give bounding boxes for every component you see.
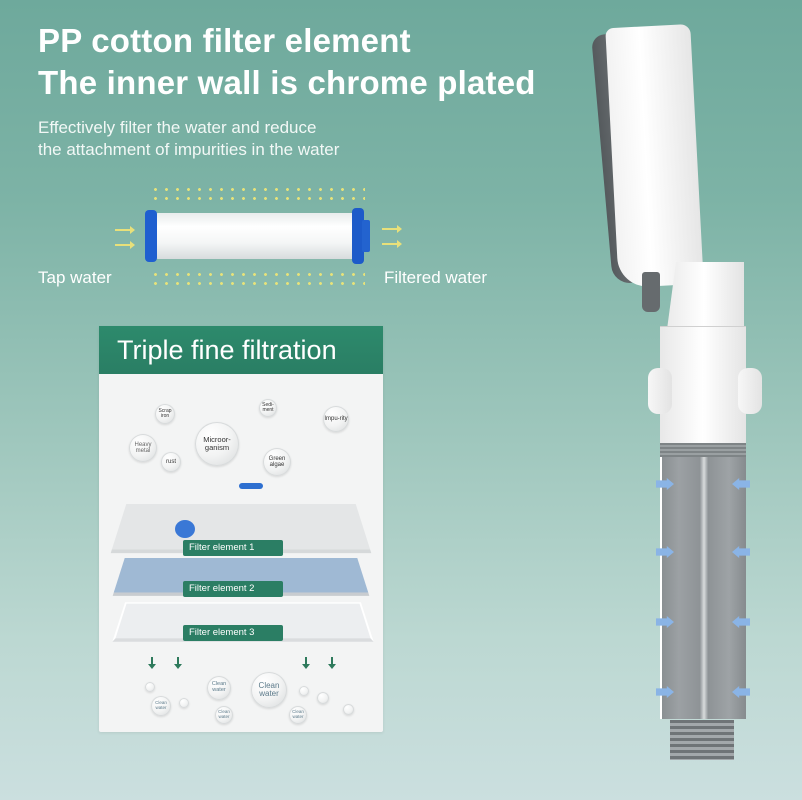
clean-water-bubble: Clean water (151, 696, 171, 716)
subheadline-line-1: Effectively filter the water and reduce (38, 118, 317, 137)
cartridge-body (155, 213, 355, 259)
small-bubble (179, 698, 189, 708)
down-arrow-icon (302, 657, 310, 669)
handle-collar (660, 326, 746, 447)
shower-head-tab (642, 272, 660, 312)
triple-filtration-panel: Triple fine filtration Scrap iron Sedi-m… (99, 326, 383, 732)
small-bubble (317, 692, 329, 704)
impurity-bubble: Heavy metal (129, 434, 157, 462)
outflow-arrow-icon (382, 225, 402, 233)
outflow-arrow-icon (382, 240, 402, 248)
clean-water-bubble: Clean water (251, 672, 287, 708)
inward-arrow-icon (656, 616, 674, 628)
inward-arrow-icon (732, 616, 750, 628)
cartridge-cap-right (352, 208, 364, 264)
inward-arrow-icon (656, 546, 674, 558)
clean-water-bubble: Clean water (215, 706, 233, 724)
shower-head-face (605, 23, 704, 289)
threaded-ring (660, 443, 746, 457)
inward-arrow-icon (732, 478, 750, 490)
inward-arrow-icon (656, 478, 674, 490)
water-droplets-bottom (150, 270, 365, 288)
filter-element-1-tag: Filter element 1 (183, 540, 283, 556)
down-arrow-icon (328, 657, 336, 669)
filter-cartridge-image (145, 208, 370, 264)
filter-element-2-tag: Filter element 2 (183, 581, 283, 597)
panel-header: Triple fine filtration (99, 326, 383, 374)
impurity-bubble: rust (161, 452, 181, 472)
inward-arrow-icon (732, 546, 750, 558)
clean-water-bubble: Clean water (289, 706, 307, 724)
panel-title: Triple fine filtration (117, 335, 337, 365)
impurity-bubble: Microor-ganism (195, 422, 239, 466)
down-arrow-icon (174, 657, 182, 669)
chrome-inner-tube (660, 457, 746, 719)
filtered-water-label: Filtered water (384, 268, 487, 287)
impurity-bubble: Green algae (263, 448, 291, 476)
hose-connector-thread (670, 720, 734, 760)
down-arrow-icon (148, 657, 156, 669)
filter-element-3-tag: Filter element 3 (183, 625, 283, 641)
cartridge-cap-left (145, 210, 157, 262)
headline-line-2: The inner wall is chrome plated (38, 64, 536, 101)
impurity-bubble: Impu-rity (323, 406, 349, 432)
particle-icon (175, 520, 195, 538)
water-droplets-top (150, 185, 365, 203)
tap-water-label: Tap water (38, 268, 112, 287)
cartridge-outlet (362, 220, 370, 252)
impurity-bubble: Sedi-ment (259, 399, 277, 417)
inward-arrow-icon (656, 686, 674, 698)
impurity-bubble: Scrap iron (155, 404, 175, 424)
subheadline-line-2: the attachment of impurities in the wate… (38, 140, 340, 159)
small-bubble (343, 704, 354, 715)
inflow-arrow-icon (115, 241, 135, 249)
bacteria-icon (239, 483, 263, 489)
inward-arrow-icon (732, 686, 750, 698)
small-bubble (145, 682, 155, 692)
inflow-arrow-icon (115, 226, 135, 234)
small-bubble (299, 686, 309, 696)
clean-water-bubble: Clean water (207, 676, 231, 700)
side-button-right (738, 368, 762, 414)
side-button-left (648, 368, 672, 414)
headline-line-1: PP cotton filter element (38, 22, 411, 59)
